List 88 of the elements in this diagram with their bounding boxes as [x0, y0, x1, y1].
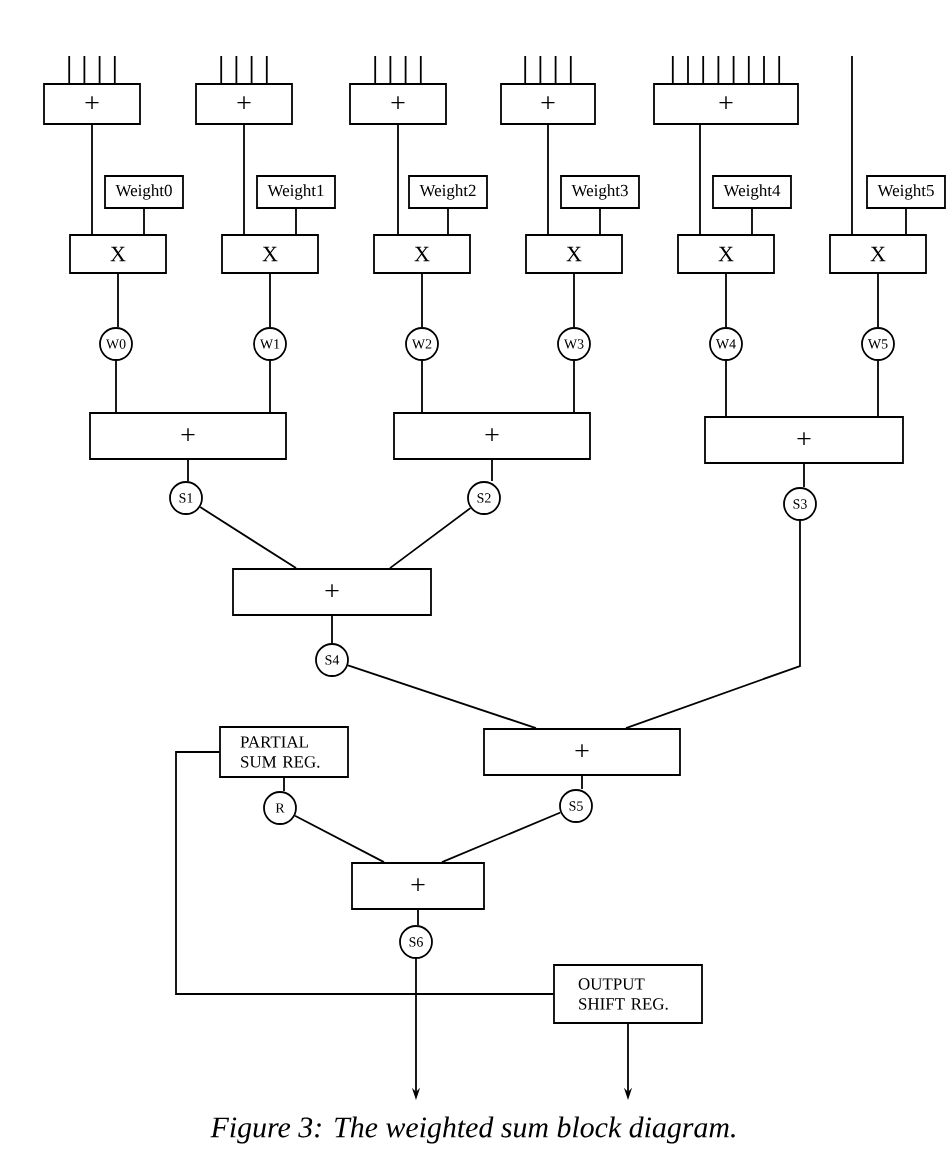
- connector-line: [269, 273, 271, 328]
- adder-box: +: [393, 412, 591, 460]
- input-line: [851, 55, 853, 235]
- connector-line: [417, 909, 419, 926]
- adder-box: +: [704, 416, 904, 464]
- connector-line: [91, 124, 93, 235]
- connector-line: [441, 811, 562, 863]
- input-line: [554, 55, 557, 84]
- input-line: [404, 55, 407, 84]
- connector-line: [397, 124, 399, 235]
- input-line: [778, 55, 781, 84]
- connector-line: [187, 459, 189, 482]
- connector-line: [199, 506, 297, 569]
- input-line: [524, 55, 527, 84]
- weight-box: Weight4: [712, 175, 792, 209]
- connector-line: [751, 208, 753, 235]
- input-line: [717, 55, 720, 84]
- input-line: [235, 55, 238, 84]
- connector-line: [447, 208, 449, 235]
- register-box: OUTPUT SHIFT REG.: [553, 964, 703, 1024]
- connector-line: [269, 360, 271, 413]
- connector-line: [573, 360, 575, 413]
- feedback-line: [175, 751, 554, 995]
- input-line: [374, 55, 377, 84]
- connector-line: [625, 520, 801, 729]
- connector-line: [331, 615, 333, 644]
- connector-line: [491, 459, 493, 482]
- weight-box: Weight0: [104, 175, 184, 209]
- connector-line: [725, 360, 727, 417]
- weight-box: Weight5: [866, 175, 946, 209]
- connector-line: [115, 360, 117, 413]
- connector-line: [725, 273, 727, 328]
- adder-box: +: [483, 728, 681, 776]
- adder-box: +: [349, 83, 447, 125]
- connector-line: [294, 814, 385, 863]
- adder-box: +: [351, 862, 485, 910]
- connector-line: [803, 463, 805, 488]
- adder-box: +: [232, 568, 432, 616]
- input-line: [732, 55, 735, 84]
- input-line: [83, 55, 86, 84]
- input-line: [68, 55, 71, 84]
- adder-box: +: [500, 83, 596, 125]
- input-line: [747, 55, 750, 84]
- connector-line: [421, 273, 423, 328]
- weight-box: Weight2: [408, 175, 488, 209]
- connector-line: [581, 775, 583, 790]
- connector-line: [389, 507, 472, 569]
- multiplier-box: X: [221, 234, 319, 274]
- connector-line: [699, 124, 701, 235]
- connector-line: [243, 124, 245, 235]
- adder-box: +: [89, 412, 287, 460]
- connector-line: [295, 208, 297, 235]
- multiplier-box: X: [829, 234, 927, 274]
- input-line: [539, 55, 542, 84]
- connector-line: [283, 777, 285, 792]
- input-line: [220, 55, 223, 84]
- input-line: [419, 55, 422, 84]
- input-line: [98, 55, 101, 84]
- connector-line: [573, 273, 575, 328]
- connector-line: [143, 208, 145, 235]
- input-line: [671, 55, 674, 84]
- multiplier-box: X: [69, 234, 167, 274]
- multiplier-box: X: [373, 234, 471, 274]
- multiplier-box: X: [677, 234, 775, 274]
- connector-line: [599, 208, 601, 235]
- input-line: [265, 55, 268, 84]
- input-line: [687, 55, 689, 84]
- connector-line: [117, 273, 119, 328]
- connector-line: [905, 208, 907, 235]
- register-box: PARTIAL SUM REG.: [219, 726, 349, 778]
- adder-box: +: [43, 83, 141, 125]
- adder-box: +: [195, 83, 293, 125]
- multiplier-box: X: [525, 234, 623, 274]
- weight-box: Weight1: [256, 175, 336, 209]
- input-line: [569, 55, 572, 84]
- input-line: [763, 55, 765, 84]
- connector-line: [547, 124, 549, 235]
- connector-line: [347, 664, 537, 729]
- input-line: [113, 55, 116, 84]
- input-line: [250, 55, 253, 84]
- connector-line: [421, 360, 423, 413]
- weight-box: Weight3: [560, 175, 640, 209]
- caption: Figure 3: The weighted sum block diagram.: [210, 1116, 735, 1144]
- input-line: [702, 55, 705, 84]
- connector-line: [877, 273, 879, 328]
- connector-line: [877, 360, 879, 417]
- adder-box: +: [653, 83, 799, 125]
- input-line: [389, 55, 392, 84]
